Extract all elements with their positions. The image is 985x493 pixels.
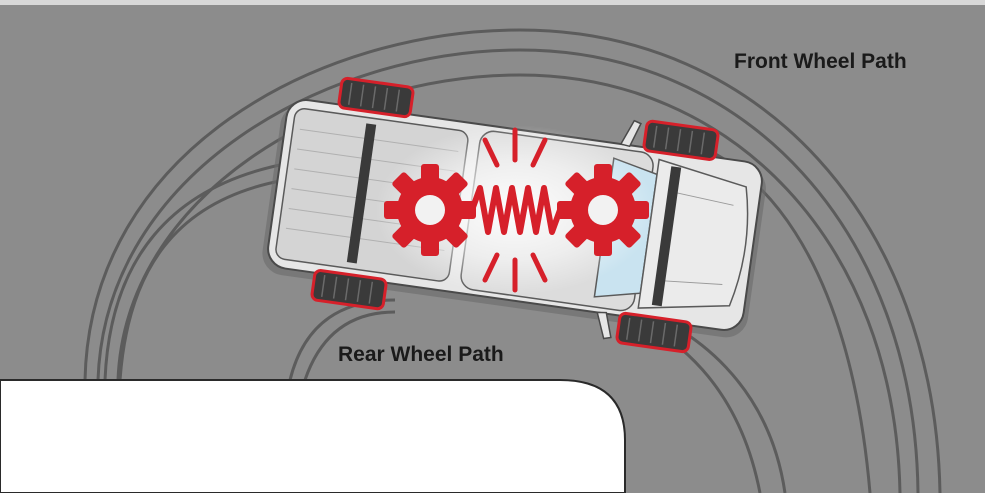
front-axle [651, 166, 682, 307]
top-edge [0, 0, 985, 5]
front-wheel-tracks [83, 28, 942, 493]
mirror-right [596, 311, 612, 340]
gear-icon [384, 164, 476, 256]
burst-lines-icon [482, 127, 548, 293]
gear-icon [557, 164, 649, 256]
mirror-left [619, 119, 642, 148]
rear-axle [346, 123, 377, 264]
front-wheel-path-label: Front Wheel Path [734, 50, 907, 73]
spring-icon [469, 185, 563, 235]
curb [0, 379, 626, 493]
rear-wheel-path-label: Rear Wheel Path [338, 343, 504, 366]
tire-icon [310, 76, 720, 354]
